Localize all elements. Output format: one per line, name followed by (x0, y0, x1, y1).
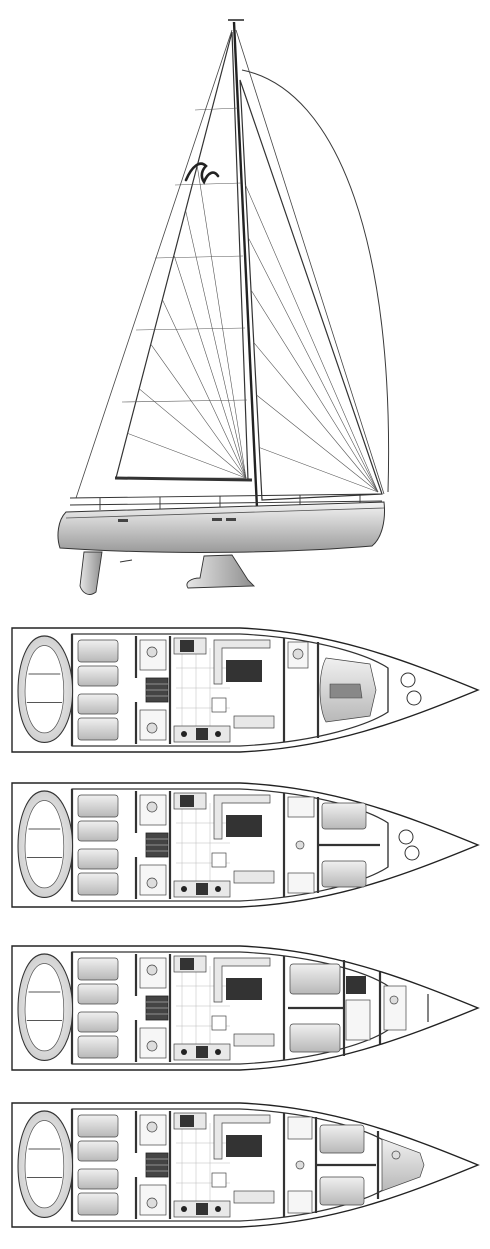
jib-panels (245, 184, 379, 493)
jib (239, 79, 383, 501)
layout-4 (10, 1101, 480, 1229)
mainsail (115, 31, 249, 481)
layout-2 (10, 781, 480, 909)
hull-portlights (118, 518, 236, 522)
hull (57, 501, 385, 553)
mainsail-battens (121, 107, 248, 403)
rudder (79, 551, 103, 595)
lifelines (69, 493, 383, 510)
hanse-bird-logo (184, 162, 220, 185)
layout-1 (10, 626, 480, 754)
boom (114, 476, 253, 482)
mast (232, 21, 259, 509)
sail-plan (57, 19, 390, 595)
keel (186, 554, 256, 589)
layout-3 (10, 944, 480, 1072)
gennaker-luff (241, 69, 390, 493)
mainsail-panels (116, 165, 247, 479)
